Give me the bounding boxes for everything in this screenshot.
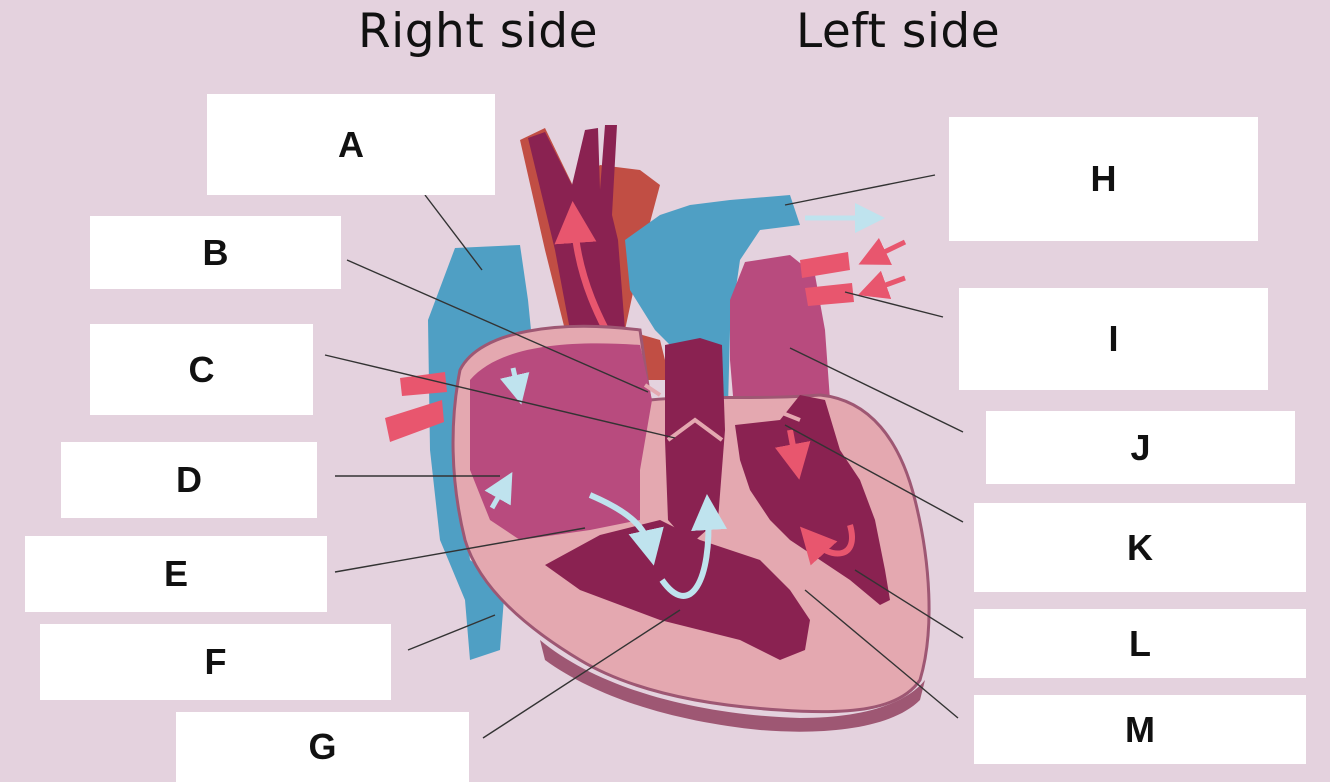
arrow-la-down xyxy=(774,429,811,480)
label-box-b[interactable]: B xyxy=(90,216,341,289)
arrow-vein-in-2 xyxy=(857,270,906,299)
label-box-d[interactable]: D xyxy=(61,442,317,518)
arrow-lv-curve xyxy=(799,524,855,566)
leader-a xyxy=(424,194,483,271)
leader-m xyxy=(804,589,959,719)
leader-i xyxy=(844,291,944,318)
label-box-k[interactable]: K xyxy=(974,503,1306,592)
vena-cava xyxy=(428,245,532,660)
heading-right-side: Right side xyxy=(358,4,598,59)
heading-left-side: Left side xyxy=(796,4,1001,59)
pulmonary-valve xyxy=(666,417,724,442)
label-box-i[interactable]: I xyxy=(959,288,1268,390)
arrow-ra-up xyxy=(484,471,513,510)
arrow-tricuspid xyxy=(588,492,664,566)
pulmonary-vein-right-upper xyxy=(400,372,447,396)
label-box-h[interactable]: H xyxy=(949,117,1258,241)
pulmonary-vein-upper xyxy=(800,252,850,278)
leader-b xyxy=(346,259,649,393)
pulmonary-vein-lower xyxy=(805,283,854,306)
leader-j xyxy=(789,347,964,433)
leader-lines xyxy=(324,174,964,739)
arrow-ra-down xyxy=(500,367,530,405)
mitral-valve xyxy=(734,405,801,422)
leader-c xyxy=(324,354,676,439)
label-box-j[interactable]: J xyxy=(986,411,1295,484)
leader-f xyxy=(407,614,496,651)
label-box-f[interactable]: F xyxy=(40,624,391,700)
leader-k xyxy=(784,424,964,523)
leader-e xyxy=(334,527,586,573)
label-box-m[interactable]: M xyxy=(974,695,1306,764)
leader-l xyxy=(854,569,964,639)
aortic-valve xyxy=(643,383,662,397)
left-ventricle xyxy=(735,395,890,605)
right-ventricle xyxy=(545,520,810,660)
label-box-a[interactable]: A xyxy=(207,94,495,195)
leader-h xyxy=(784,174,936,206)
left-atrium xyxy=(730,255,830,420)
pulmonary-trunk xyxy=(665,338,725,545)
label-box-e[interactable]: E xyxy=(25,536,327,612)
label-box-c[interactable]: C xyxy=(90,324,313,415)
label-box-g[interactable]: G xyxy=(176,712,469,782)
aorta-lumen xyxy=(528,125,640,380)
arrow-vein-in-1 xyxy=(858,237,907,265)
arrow-rv-up xyxy=(659,494,728,599)
pulmonary-vein-right-lower xyxy=(385,400,444,442)
leader-g xyxy=(482,609,681,739)
heart-shadow xyxy=(540,640,925,732)
label-box-l[interactable]: L xyxy=(974,609,1306,678)
